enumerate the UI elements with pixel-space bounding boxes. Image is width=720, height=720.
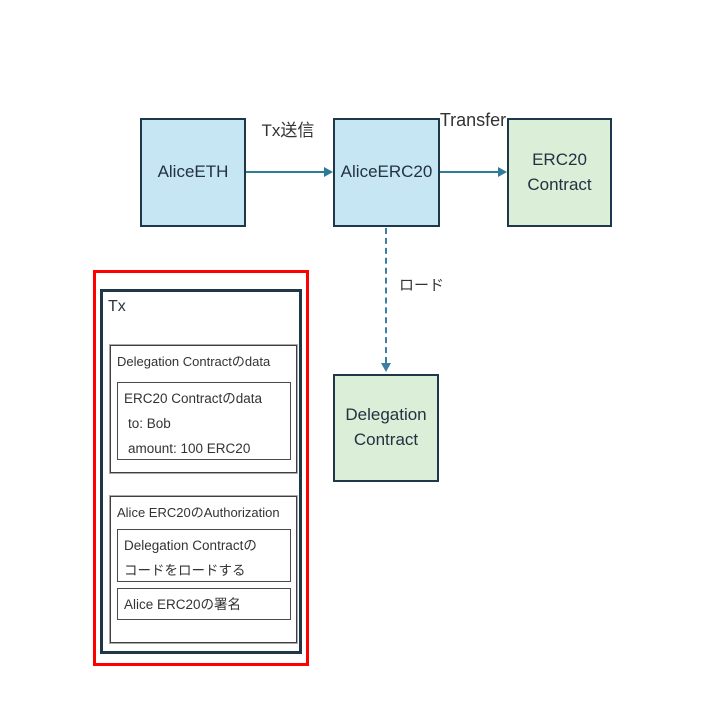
node-delegation-contract-line2: Contract bbox=[353, 430, 419, 449]
node-alice-eth-label: AliceETH bbox=[157, 162, 229, 182]
load-code-box: Delegation Contractの コードをロードする bbox=[117, 529, 291, 582]
node-alice-erc20: AliceERC20 bbox=[333, 118, 440, 227]
section-authorization: Alice ERC20のAuthorization Delegation Con… bbox=[109, 495, 298, 644]
node-erc20-contract-line1: ERC20 bbox=[532, 149, 587, 169]
arrow-load-head bbox=[381, 363, 391, 372]
signature-box: Alice ERC20の署名 bbox=[117, 588, 291, 620]
edge-label-tx-send: Tx送信 bbox=[261, 121, 315, 140]
node-delegation-contract: Delegation Contract bbox=[333, 374, 439, 482]
erc20-data-box: ERC20 Contractのdata to: Bob amount: 100 … bbox=[117, 382, 291, 460]
edge-label-transfer: Transfer bbox=[439, 110, 507, 130]
section-authorization-title: Alice ERC20のAuthorization bbox=[117, 505, 280, 520]
node-delegation-contract-line1: Delegation bbox=[345, 405, 427, 425]
tx-panel-title: Tx bbox=[108, 298, 126, 315]
section-delegation-data: Delegation Contractのdata ERC20 Contractの… bbox=[109, 344, 298, 474]
signature-label: Alice ERC20の署名 bbox=[124, 597, 242, 612]
arrow-tx-send-head bbox=[324, 167, 333, 177]
load-code-line1: Delegation Contractの bbox=[124, 538, 257, 553]
arrow-transfer-line bbox=[440, 171, 498, 173]
load-code-line2: コードをロードする bbox=[124, 563, 246, 578]
erc20-data-line1: ERC20 Contractのdata bbox=[124, 391, 263, 406]
arrow-load-line bbox=[385, 228, 387, 363]
erc20-data-line3: amount: 100 ERC20 bbox=[128, 441, 251, 456]
node-alice-eth: AliceETH bbox=[140, 118, 246, 227]
edge-label-load: ロード bbox=[399, 277, 445, 294]
node-delegation-contract-label: Delegation Contract bbox=[345, 403, 426, 452]
node-erc20-contract-line2: Contract bbox=[527, 174, 592, 194]
tx-panel: Tx Delegation Contractのdata ERC20 Contra… bbox=[100, 289, 302, 654]
erc20-data-line2: to: Bob bbox=[128, 416, 171, 431]
arrow-tx-send-line bbox=[246, 171, 324, 173]
section-delegation-data-title: Delegation Contractのdata bbox=[117, 354, 271, 369]
tx-highlight-frame bbox=[93, 270, 309, 666]
node-alice-erc20-label: AliceERC20 bbox=[340, 162, 433, 182]
node-erc20-contract: ERC20 Contract bbox=[507, 118, 612, 227]
node-erc20-contract-label: ERC20 Contract bbox=[527, 148, 591, 197]
arrow-transfer-head bbox=[498, 167, 507, 177]
